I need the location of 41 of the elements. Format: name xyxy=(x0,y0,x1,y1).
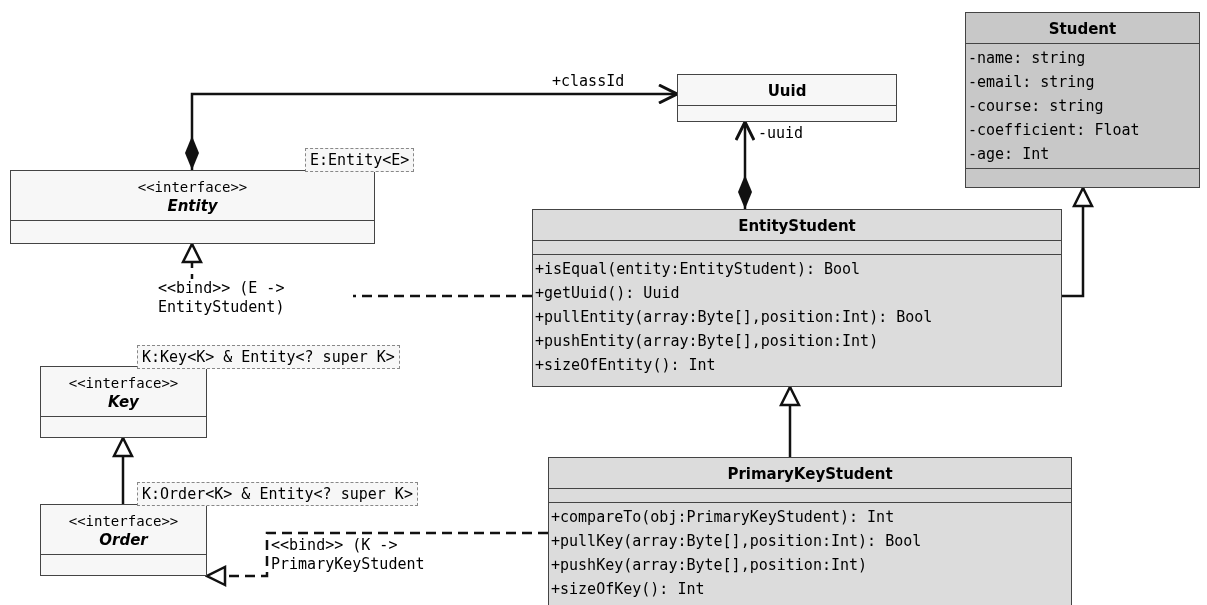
attribute-text: -course: string xyxy=(968,96,1104,117)
template-parameter-box: K:Key<K> & Entity<? super K> xyxy=(137,345,400,369)
method-text: +pullEntity(array:Byte[],position:Int): Bool xyxy=(535,307,933,328)
class-box xyxy=(677,74,897,122)
class-name: Key xyxy=(108,393,139,411)
stereotype-label: <<interface>> xyxy=(137,179,248,195)
interface-box xyxy=(10,170,375,244)
class-box xyxy=(532,209,1062,387)
method-text: +sizeOfKey(): Int xyxy=(551,579,705,600)
dependency-arrow xyxy=(205,531,548,587)
class-name: Student xyxy=(1048,20,1117,38)
method-text: +compareTo(obj:PrimaryKeyStudent): Int xyxy=(551,507,895,528)
method-text: +isEqual(entity:EntityStudent): Bool xyxy=(535,259,861,280)
method-text: +sizeOfEntity(): Int xyxy=(535,355,716,376)
composition-arrow xyxy=(185,83,679,170)
class-name: PrimaryKeyStudent xyxy=(727,465,893,483)
class-box xyxy=(548,457,1072,605)
edge-label: <<bind>> (E -> EntityStudent) xyxy=(158,279,353,317)
class-box xyxy=(965,12,1200,188)
method-text: +pushEntity(array:Byte[],position:Int) xyxy=(535,331,879,352)
stereotype-label: <<interface>> xyxy=(68,375,179,391)
generalization-arrow xyxy=(112,436,134,504)
class-name: Entity xyxy=(167,197,218,215)
attribute-text: -email: string xyxy=(968,72,1095,93)
generalization-arrow xyxy=(779,385,801,457)
stereotype-label: <<interface>> xyxy=(68,513,179,529)
template-parameter-box: E:Entity<E> xyxy=(305,148,415,172)
attribute-text: -coefficient: Float xyxy=(968,120,1140,141)
interface-box xyxy=(40,366,207,438)
attribute-text: -age: Int xyxy=(968,144,1050,165)
method-text: +pushKey(array:Byte[],position:Int) xyxy=(551,555,868,576)
composition-arrow xyxy=(734,120,756,209)
class-name: Order xyxy=(99,531,148,549)
interface-box xyxy=(40,504,207,576)
class-name: EntityStudent xyxy=(738,217,856,235)
class-name: Uuid xyxy=(767,82,807,100)
method-text: +getUuid(): Uuid xyxy=(535,283,680,304)
attribute-text: -name: string xyxy=(968,48,1086,69)
template-parameter-box: K:Order<K> & Entity<? super K> xyxy=(137,482,418,506)
generalization-arrow xyxy=(1062,186,1094,298)
method-text: +pullKey(array:Byte[],position:Int): Bool xyxy=(551,531,922,552)
